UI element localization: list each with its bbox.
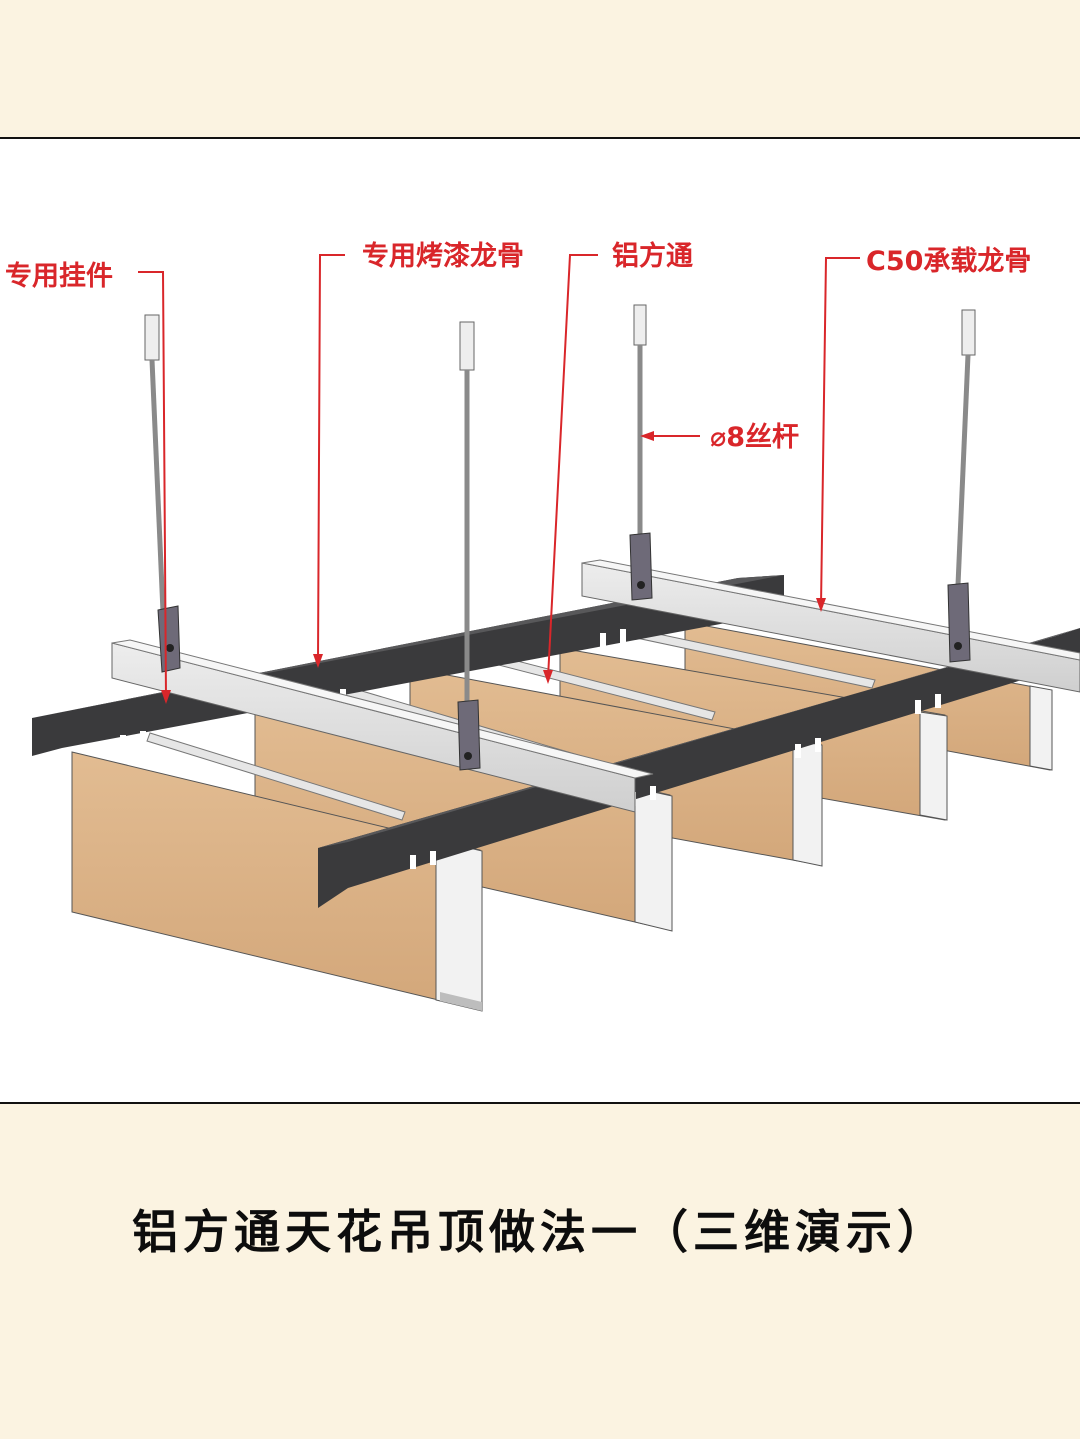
threaded-rods xyxy=(144,304,976,771)
label-painted-keel: 专用烤漆龙骨 xyxy=(362,241,524,272)
label-hanger: 专用挂件 xyxy=(5,261,113,292)
leader-arrowheads xyxy=(161,431,826,704)
rod-3 xyxy=(629,304,653,601)
painted-keel-front xyxy=(318,628,1080,908)
caption: 铝方通天花吊顶做法一（三维演示） xyxy=(132,1205,948,1259)
label-c50-keel: C50承载龙骨 xyxy=(866,246,1031,277)
label-rod: ⌀8丝杆 xyxy=(710,422,799,453)
rod-1 xyxy=(144,314,181,673)
c50-keel-left xyxy=(111,639,654,813)
leader-lines xyxy=(138,254,860,699)
figure-panel: 专用挂件 专用烤漆龙骨 铝方通 ⌀8丝杆 C50承载龙骨 xyxy=(0,139,1080,1102)
bottom-divider xyxy=(0,1102,1080,1104)
rod-2 xyxy=(457,321,481,771)
label-aluminum-tube: 铝方通 xyxy=(612,240,693,272)
rod-4 xyxy=(947,309,976,663)
painted-keels xyxy=(32,575,1080,908)
top-divider xyxy=(0,137,1080,139)
ceiling-diagram: 专用挂件 专用烤漆龙骨 铝方通 ⌀8丝杆 C50承载龙骨 xyxy=(5,240,1080,1012)
bottom-band xyxy=(0,1104,1080,1439)
top-band xyxy=(0,0,1080,137)
painted-keel-back xyxy=(32,575,784,756)
